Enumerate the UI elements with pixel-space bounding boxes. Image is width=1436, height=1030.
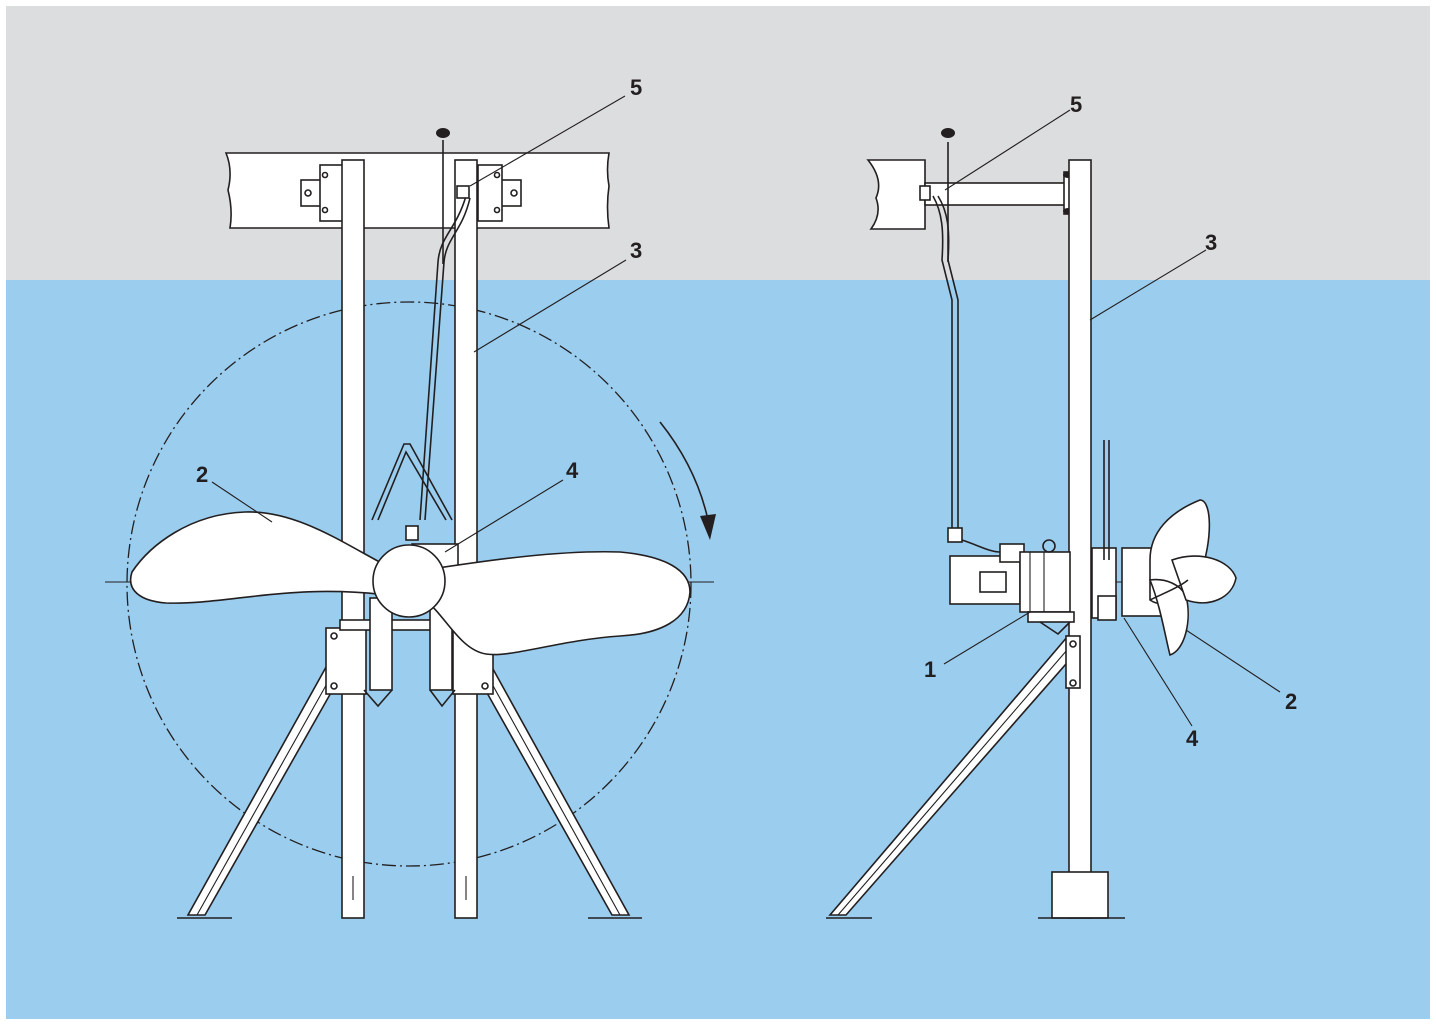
side-wall-section bbox=[866, 159, 926, 230]
guide-shoe-left bbox=[369, 597, 393, 691]
front-view: 5 3 2 4 bbox=[105, 75, 716, 919]
bolt-icon bbox=[304, 189, 312, 197]
bolt-icon bbox=[493, 171, 501, 179]
side-gearbox bbox=[1019, 551, 1071, 613]
rod-hook-icon bbox=[941, 128, 955, 138]
front-support-beam bbox=[224, 152, 610, 229]
front-left-mast bbox=[341, 159, 365, 919]
rod-hook-icon bbox=[436, 128, 450, 138]
side-label-2: 2 bbox=[1285, 689, 1297, 714]
front-label-5: 5 bbox=[630, 75, 642, 100]
side-label-5: 5 bbox=[1070, 92, 1082, 117]
water-zone bbox=[6, 280, 1430, 1019]
bolt-icon bbox=[493, 206, 501, 214]
propeller-hub bbox=[372, 544, 446, 618]
side-power-cable bbox=[932, 195, 953, 530]
side-view: 5 3 1 2 4 bbox=[826, 92, 1297, 919]
lifting-bail bbox=[371, 443, 453, 521]
side-mast bbox=[1068, 159, 1092, 919]
front-label-4: 4 bbox=[566, 458, 579, 483]
side-cable-entry bbox=[947, 527, 963, 543]
propeller-blade-left bbox=[129, 511, 396, 604]
rotation-arrow-icon bbox=[659, 421, 709, 521]
side-mast-plate bbox=[1065, 635, 1081, 689]
bolt-icon bbox=[321, 171, 329, 179]
side-label-3: 3 bbox=[1205, 230, 1217, 255]
side-propeller-blade-bottom bbox=[1148, 578, 1189, 657]
side-lifting-eye-icon bbox=[1042, 539, 1056, 553]
bolt-icon bbox=[510, 189, 518, 197]
side-label-4: 4 bbox=[1186, 726, 1199, 751]
front-label-3: 3 bbox=[630, 238, 642, 263]
front-label-2: 2 bbox=[196, 462, 208, 487]
air-zone bbox=[6, 6, 1430, 280]
front-power-cable bbox=[419, 195, 467, 521]
propeller-blade-right bbox=[424, 550, 691, 656]
bolt-icon bbox=[321, 206, 329, 214]
side-label-1: 1 bbox=[924, 657, 936, 682]
propeller-sweep-circle bbox=[126, 301, 692, 867]
side-propeller-blade-front bbox=[1170, 555, 1237, 604]
side-base-block bbox=[1051, 871, 1109, 919]
cable-holder-front bbox=[456, 185, 470, 199]
